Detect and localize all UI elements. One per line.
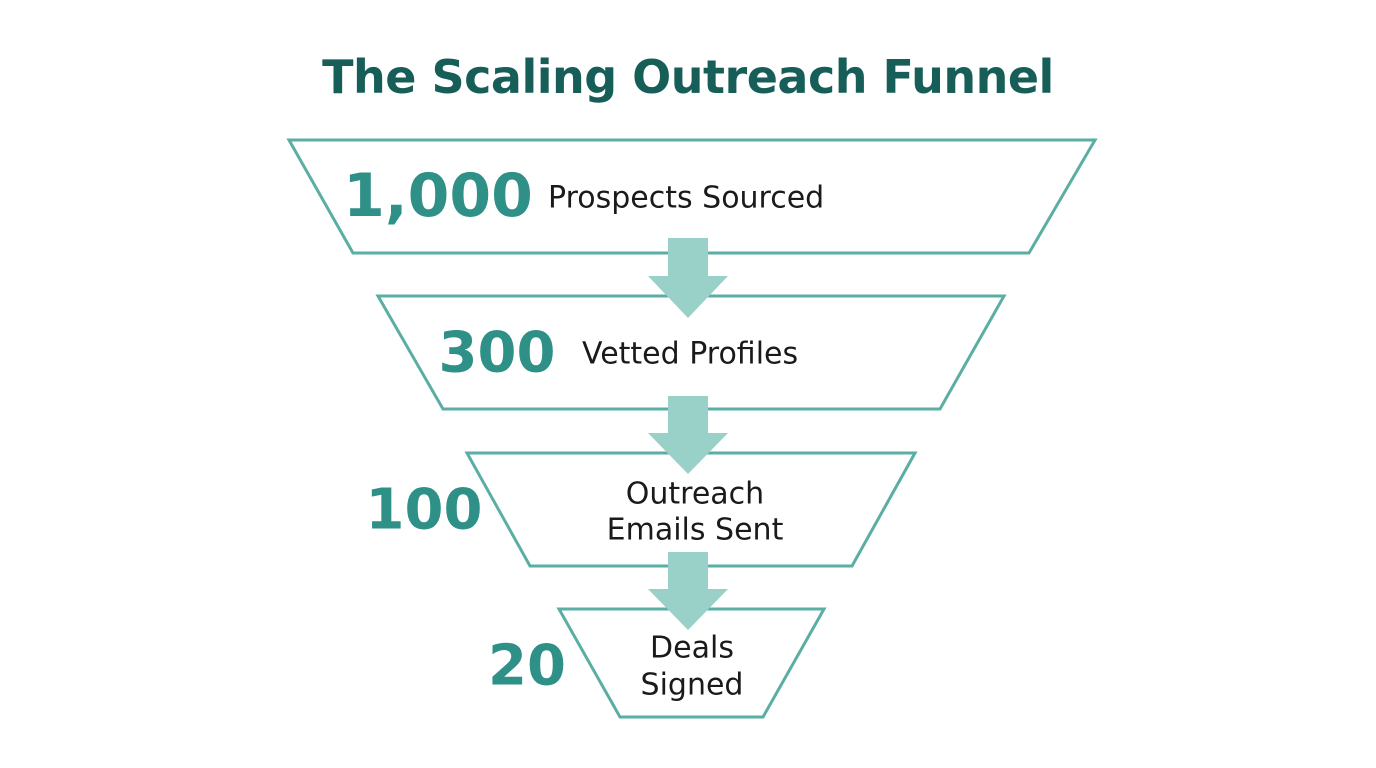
down-arrow-icon [648,552,728,630]
page-title: The Scaling Outreach Funnel [322,50,1054,104]
stage-count: 20 [488,634,566,699]
stage-label: Outreach [626,477,764,512]
stage-count: 300 [439,321,556,386]
funnel-stage-1 [286,138,1098,255]
funnel-shapes [286,138,1098,719]
stage-label: Signed [641,668,744,703]
funnel-stage-2 [375,294,1007,411]
funnel-stage-3 [464,451,918,568]
stage-label: Vetted Profiles [582,337,798,372]
down-arrow-icon [648,396,728,474]
funnel-arrows [648,238,728,630]
stage-label: Prospects Sourced [548,181,824,216]
down-arrow-icon [648,238,728,318]
funnel-stage-4 [556,607,827,719]
stage-count: 1,000 [343,161,533,231]
stage-label: Emails Sent [607,513,784,548]
stage-count: 100 [366,478,483,543]
stage-label: Deals [650,631,734,666]
funnel-text: 1,000 Prospects Sourced 300 Vetted Profiles… [343,161,824,703]
